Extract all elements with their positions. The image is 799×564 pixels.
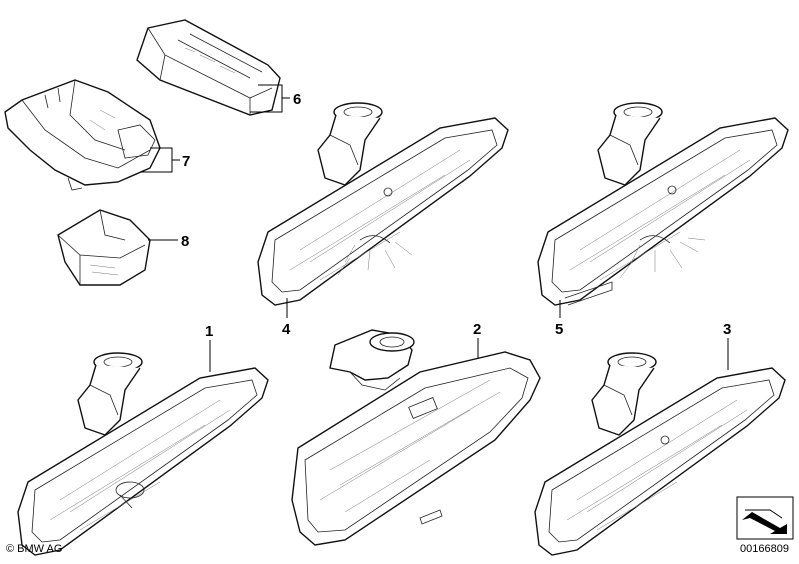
callout-1: 1: [205, 323, 213, 340]
callout-2: 2: [473, 321, 481, 338]
callout-4: 4: [282, 321, 291, 338]
mirror-part-4: [257, 102, 509, 306]
mirror-part-3: [534, 352, 786, 556]
callout-3: 3: [723, 321, 731, 338]
mirror-part-2: [291, 329, 541, 546]
part-6-cover: [136, 19, 281, 116]
callout-7: 7: [182, 153, 190, 170]
mirror-part-1: [17, 352, 269, 556]
copyright-text: © BMW AG: [6, 543, 62, 555]
reference-number: 00166809: [740, 543, 789, 555]
mirror-part-5: [537, 102, 789, 306]
callout-lines: [140, 84, 729, 372]
callout-8: 8: [181, 233, 189, 250]
callout-5: 5: [555, 321, 563, 338]
folded-sheet-arrow-icon: [736, 496, 794, 540]
callout-6: 6: [293, 91, 301, 108]
part-8-cover: [57, 209, 151, 286]
part-7-cover: [4, 79, 161, 191]
